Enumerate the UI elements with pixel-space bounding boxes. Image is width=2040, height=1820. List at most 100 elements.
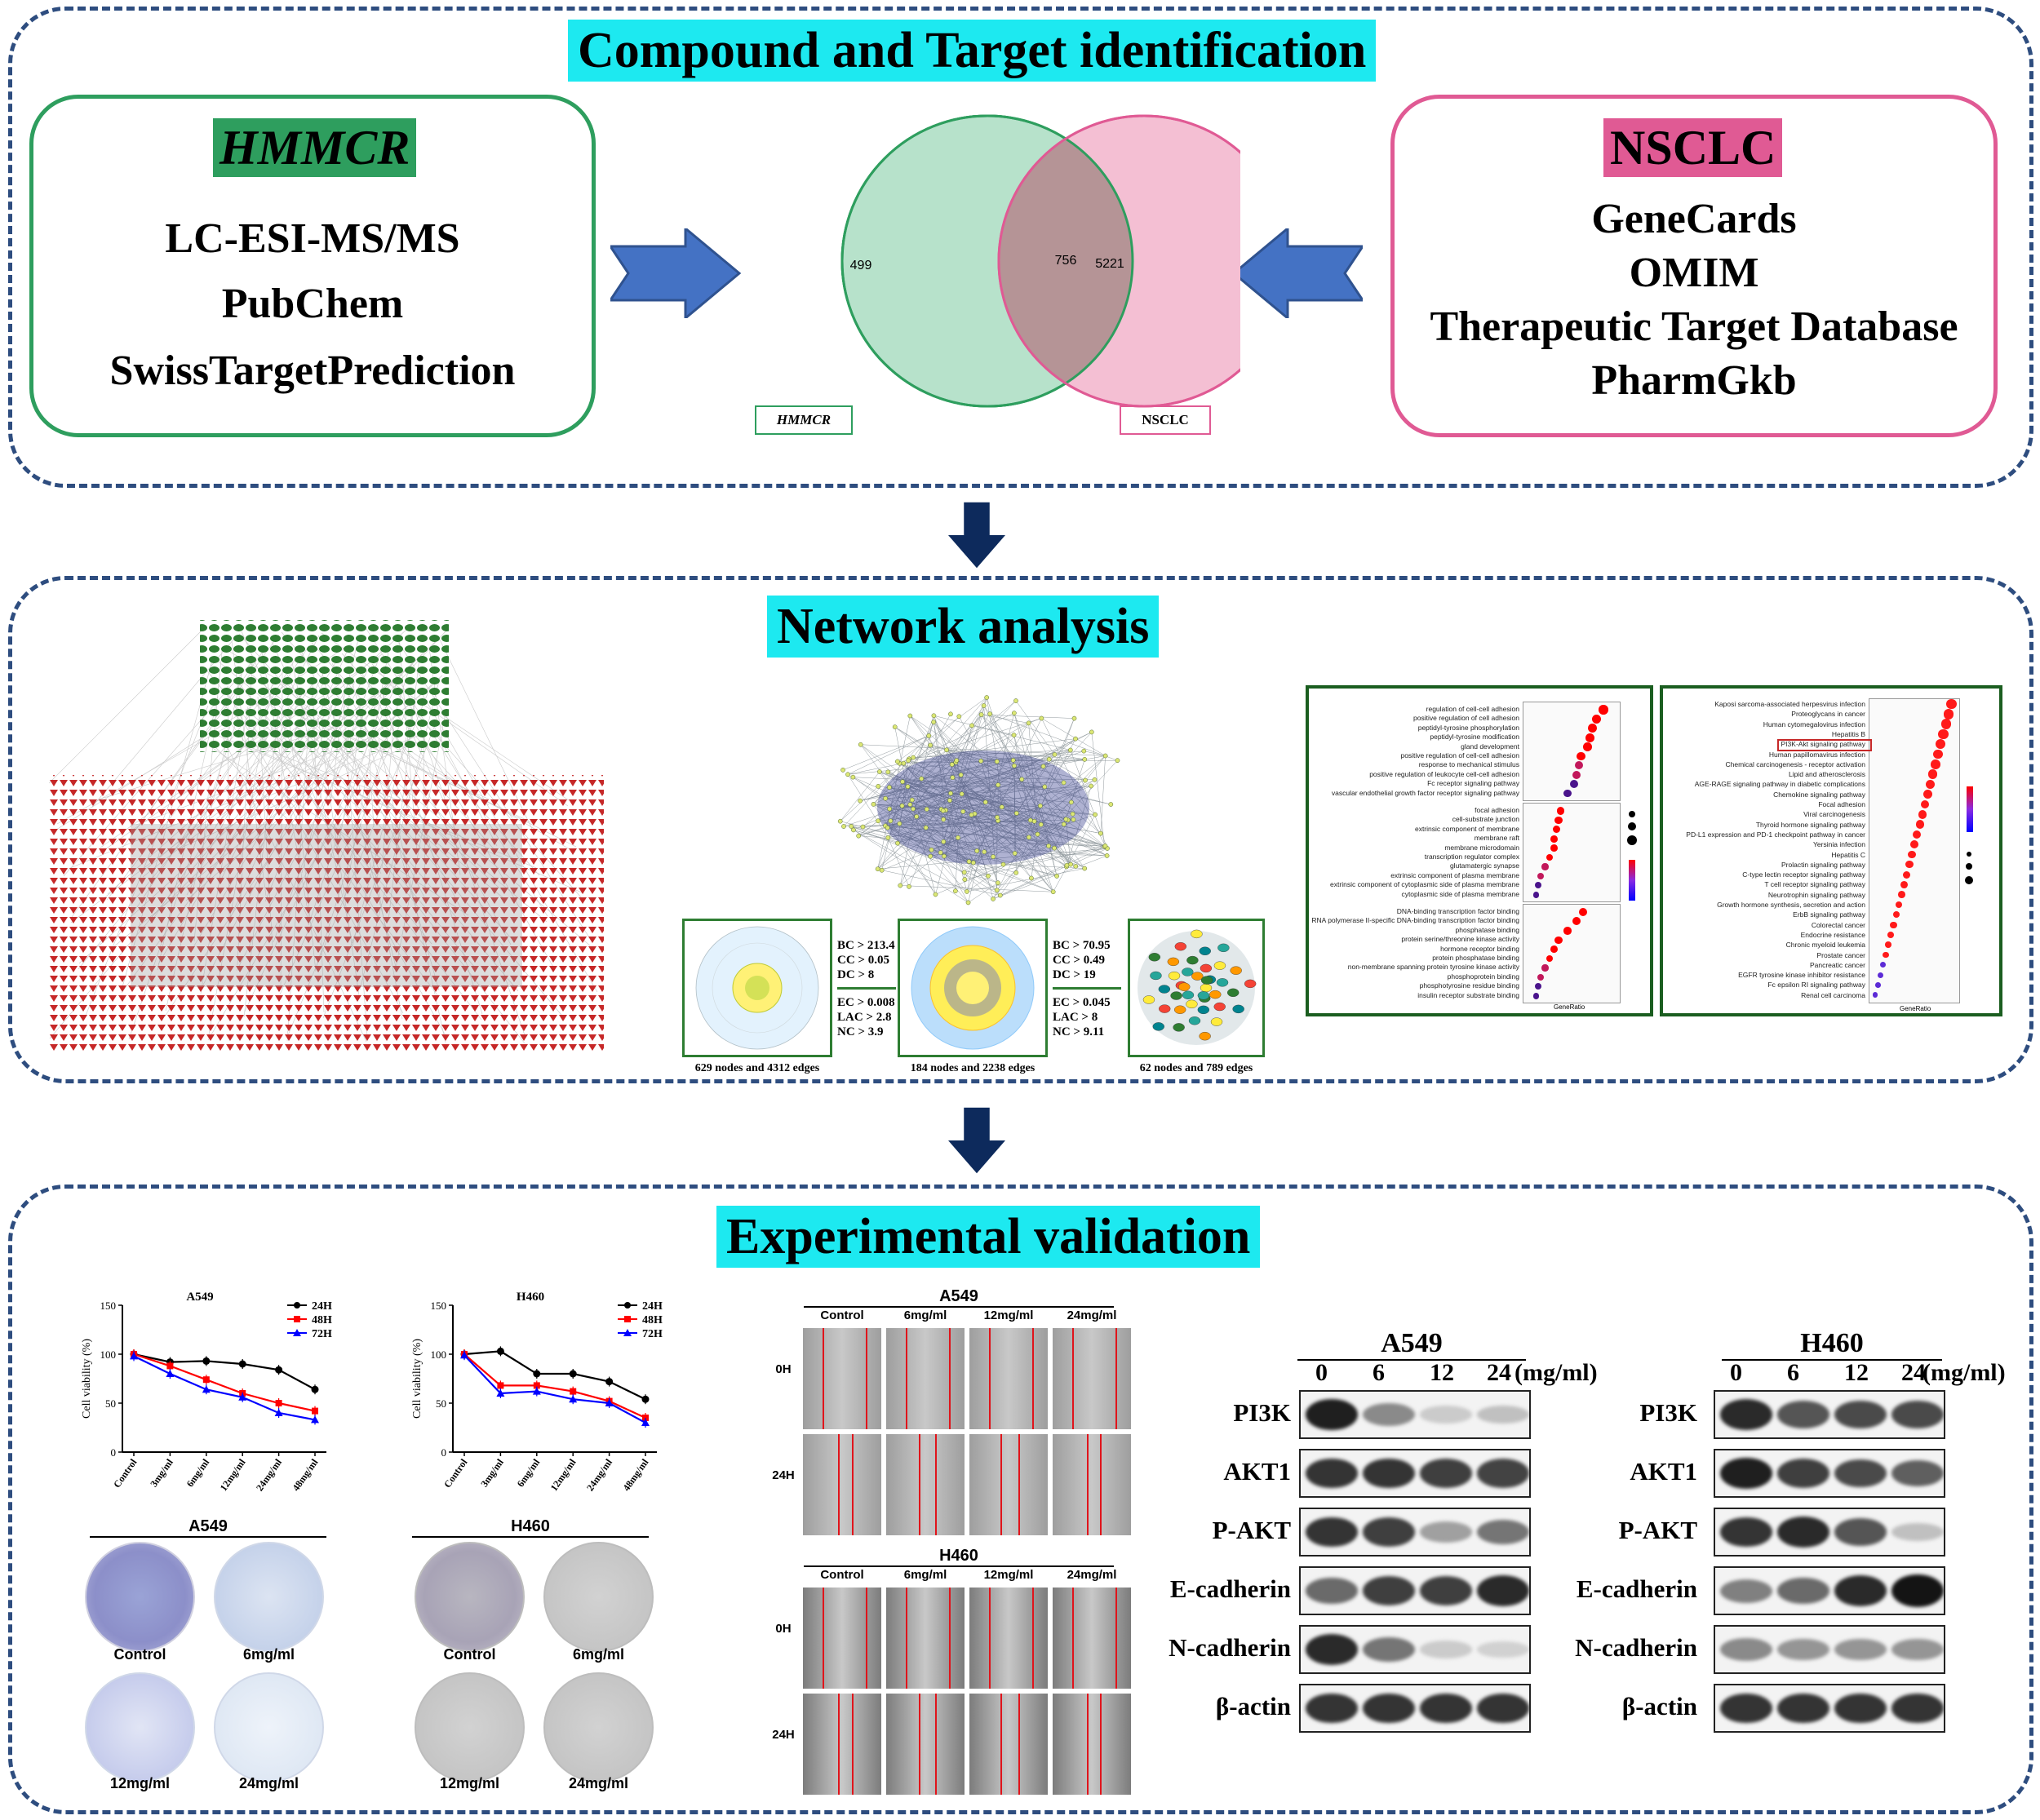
go-dot bbox=[1550, 945, 1558, 954]
kegg-term-label: Prostate cancer bbox=[1816, 950, 1865, 959]
legend-marker bbox=[624, 1302, 631, 1309]
kegg-dot bbox=[1900, 880, 1908, 888]
protein-label: PI3K bbox=[1639, 1398, 1697, 1427]
western-h460-title: H460 bbox=[1722, 1328, 1942, 1361]
wound-edge-line bbox=[865, 1588, 867, 1689]
blot-strip-h460 bbox=[1714, 1390, 1945, 1439]
wound-edge-line bbox=[948, 1588, 951, 1689]
kegg-dot bbox=[1895, 901, 1903, 909]
kegg-dot bbox=[1945, 698, 1957, 710]
wound-image bbox=[969, 1694, 1048, 1795]
wound-column-label: 12mg/ml bbox=[983, 1568, 1034, 1582]
blot-band bbox=[1306, 1458, 1358, 1489]
kegg-highlight-box bbox=[1777, 739, 1872, 751]
colony-h460-title: H460 bbox=[412, 1517, 649, 1538]
series-line bbox=[133, 1355, 316, 1421]
section-title-compound: Compound and Target identification bbox=[568, 20, 1377, 82]
kegg-dot bbox=[1890, 921, 1897, 928]
wound-edge-line bbox=[865, 1328, 867, 1429]
wound-h460-title: H460 bbox=[804, 1547, 1114, 1567]
protein-label: N-cadherin bbox=[1575, 1633, 1697, 1662]
dose-unit-label: (mg/ml) bbox=[1514, 1359, 1598, 1386]
wound-row-label: 0H bbox=[775, 1622, 792, 1636]
blot-band bbox=[1720, 1457, 1772, 1490]
hmmcr-title: HMMCR bbox=[213, 118, 417, 177]
x-tick-label: 6mg/ml bbox=[184, 1456, 212, 1489]
protein-label: E-cadherin bbox=[1576, 1574, 1697, 1603]
blot-strip-h460 bbox=[1714, 1508, 1945, 1557]
wound-column-label: Control bbox=[820, 1309, 864, 1322]
go-dot bbox=[1541, 863, 1549, 870]
blot-band bbox=[1477, 1693, 1529, 1724]
colony-a549-dish-control bbox=[85, 1542, 195, 1652]
kegg-dot bbox=[1915, 820, 1924, 829]
blot-strip-a549 bbox=[1299, 1449, 1531, 1498]
hmmcr-box: HMMCR LC-ESI-MS/MS PubChem SwissTargetPr… bbox=[29, 95, 596, 437]
go-term-label: insulin receptor substrate binding bbox=[1417, 990, 1519, 999]
legend-marker bbox=[623, 1329, 632, 1336]
blot-band bbox=[1834, 1575, 1887, 1606]
go-dot bbox=[1579, 907, 1588, 917]
colony-h460-label-24: 24mg/ml bbox=[568, 1775, 629, 1791]
data-point bbox=[202, 1376, 210, 1384]
lane-dose-label: 6 bbox=[1373, 1359, 1385, 1386]
y-tick-label: 100 bbox=[100, 1348, 117, 1361]
kegg-term-label: Pancreatic cancer bbox=[1809, 960, 1865, 969]
blot-band bbox=[1720, 1517, 1772, 1548]
blot-strip-a549 bbox=[1299, 1684, 1531, 1733]
blot-band bbox=[1834, 1638, 1887, 1661]
data-point bbox=[460, 1351, 468, 1359]
blot-band bbox=[1363, 1636, 1415, 1663]
down-arrow-icon bbox=[948, 502, 1005, 569]
x-tick-label: 48mg/ml bbox=[290, 1456, 320, 1493]
wound-edge-line bbox=[1000, 1694, 1003, 1795]
legend-marker bbox=[294, 1302, 300, 1309]
kegg-term-label: Renal cell carcinoma bbox=[1801, 990, 1865, 999]
blot-band bbox=[1777, 1693, 1829, 1724]
wound-image bbox=[1053, 1694, 1131, 1795]
wound-edge-line bbox=[1087, 1434, 1089, 1535]
criteria-2-lac: LAC > 8 bbox=[1053, 1011, 1098, 1024]
protein-label: N-cadherin bbox=[1169, 1633, 1291, 1662]
blot-band bbox=[1477, 1641, 1529, 1658]
kegg-term-label: Yersinia infection bbox=[1813, 840, 1865, 849]
kegg-term-label: Viral carcinogenesis bbox=[1803, 810, 1865, 819]
wound-edge-line bbox=[948, 1328, 951, 1429]
kegg-term-label: Human cytomegalovirus infection bbox=[1763, 720, 1865, 728]
go-term-label: non-membrane spanning protein tyrosine k… bbox=[1347, 963, 1519, 972]
x-tick-label: Control bbox=[111, 1456, 140, 1490]
wound-edge-line bbox=[906, 1588, 907, 1689]
go-term-label: membrane microdomain bbox=[1444, 843, 1519, 852]
nsclc-line-1: GeneCards bbox=[1591, 196, 1797, 242]
data-point bbox=[496, 1347, 504, 1355]
kegg-term-label: Human papillomavirus infection bbox=[1768, 750, 1865, 759]
blot-band bbox=[1477, 1405, 1529, 1424]
kegg-dot bbox=[1908, 850, 1916, 859]
kegg-term-label: EGFR tyrosine kinase inhibitor resistanc… bbox=[1738, 971, 1865, 980]
section-title-network: Network analysis bbox=[767, 596, 1160, 658]
data-point bbox=[533, 1382, 540, 1389]
criteria-2-ec: EC > 0.045 bbox=[1053, 996, 1111, 1009]
kegg-legend bbox=[1963, 786, 1996, 909]
kegg-axis-label: GeneRatio bbox=[1900, 1005, 1931, 1012]
go-axis-label: GeneRatio bbox=[1554, 1003, 1585, 1011]
kegg-term-label: PI3K-Akt signaling pathway bbox=[1781, 740, 1865, 749]
kegg-dot bbox=[1883, 951, 1889, 959]
protein-label: β-actin bbox=[1621, 1692, 1697, 1720]
data-point bbox=[238, 1393, 247, 1401]
dose-unit-label: (mg/ml) bbox=[1922, 1359, 2006, 1386]
criteria-1-ec: EC > 0.008 bbox=[837, 996, 895, 1009]
lane-dose-label: 6 bbox=[1787, 1359, 1799, 1386]
y-tick-label: 150 bbox=[431, 1300, 447, 1312]
criteria-1-bc: BC > 213.4 bbox=[837, 939, 895, 952]
blot-band bbox=[1891, 1638, 1944, 1661]
wound-edge-line bbox=[1087, 1694, 1089, 1795]
series-line bbox=[463, 1354, 646, 1424]
data-point bbox=[605, 1399, 614, 1406]
wound-edge-line bbox=[823, 1588, 824, 1689]
blot-band bbox=[1720, 1638, 1772, 1661]
network-card-2 bbox=[898, 919, 1048, 1057]
venn-nsclc-label: NSCLC bbox=[1120, 405, 1211, 435]
x-tick-label: 12mg/ml bbox=[548, 1456, 579, 1493]
